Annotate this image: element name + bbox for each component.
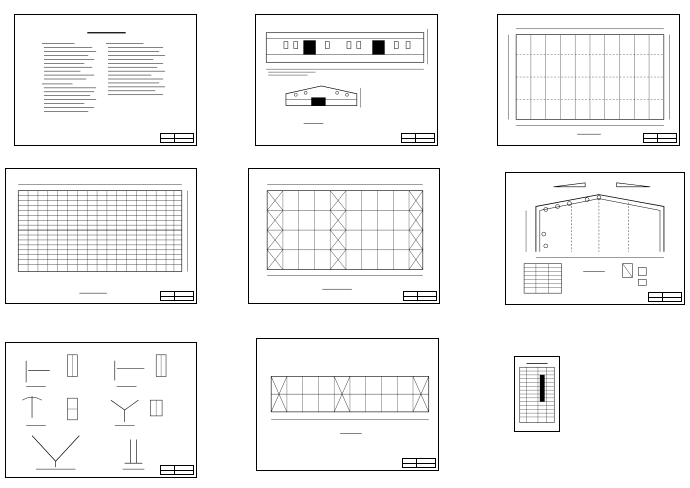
title-block [401,133,435,143]
material-table-drawing [519,363,555,423]
column-plan-drawing [508,28,670,135]
title-block [160,291,194,301]
title-block [643,133,677,143]
sheet-elevations[interactable] [255,14,438,146]
connection-details-drawing [22,354,167,470]
sheet-column-plan[interactable] [497,14,680,146]
roof-bracing-drawing [266,184,424,290]
title-block [160,133,194,143]
sheet-connection-details[interactable] [5,342,197,478]
title-block [648,292,682,302]
title-block [402,458,436,468]
wall-bracing-drawing [270,376,430,434]
frame-section-drawing [523,182,665,294]
sheet-purlin-plan[interactable] [5,168,197,304]
purlin-plan-drawing [17,184,188,294]
sheet-design-notes[interactable] [14,14,197,146]
elevations-drawing [265,28,428,124]
sheet-roof-bracing-plan[interactable] [248,168,440,304]
title-block [160,465,194,475]
sheet-wall-bracing-elevation[interactable] [256,338,439,471]
sheet-frame-section[interactable] [505,172,685,305]
design-notes-drawing [41,32,166,112]
title-block [403,291,437,301]
sheet-material-table[interactable] [514,356,560,432]
